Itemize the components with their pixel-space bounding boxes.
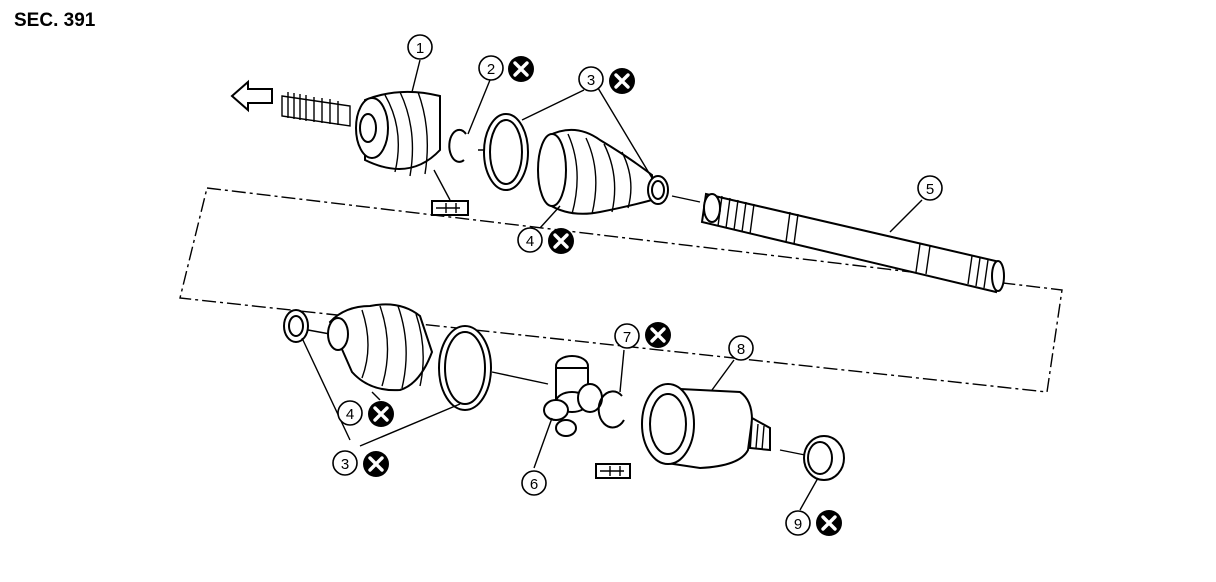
svg-text:5: 5 — [926, 181, 934, 198]
direction-arrow-icon — [230, 79, 273, 113]
replace-part-icon — [645, 322, 671, 348]
replace-part-icon — [363, 451, 389, 477]
part-3-boot-band-small — [647, 175, 669, 205]
part-4-boot-lower — [327, 303, 434, 392]
part-9-dust-shield — [803, 435, 845, 481]
replace-part-icon — [368, 401, 394, 427]
svg-text:4: 4 — [526, 233, 534, 250]
svg-text:3: 3 — [587, 72, 595, 89]
callout-4-upper: 4 — [517, 227, 543, 253]
callout-1: 1 — [407, 34, 433, 60]
callout-4-lower: 4 — [337, 400, 363, 426]
part-8-housing — [641, 383, 771, 470]
svg-text:4: 4 — [346, 406, 354, 423]
part-4-boot — [537, 129, 653, 215]
svg-text:1: 1 — [416, 40, 424, 57]
svg-text:6: 6 — [530, 476, 538, 493]
part-7-snap-ring — [597, 390, 625, 429]
part-1-outer-joint-assembly — [281, 90, 441, 177]
svg-text:9: 9 — [794, 516, 802, 533]
replace-part-icon — [816, 510, 842, 536]
callout-3-upper: 3 — [578, 66, 604, 92]
section-label: SEC. 391 — [14, 10, 96, 31]
part-3-boot-band-small-lower — [283, 309, 309, 343]
callout-6: 6 — [521, 470, 547, 496]
grease-application-icon — [431, 200, 469, 216]
part-3-boot-band-large-lower — [438, 325, 492, 411]
grease-application-icon-lower — [595, 463, 631, 479]
part-2-circular-clip — [448, 128, 467, 163]
replace-part-icon — [609, 68, 635, 94]
callout-8: 8 — [728, 335, 754, 361]
svg-text:3: 3 — [341, 456, 349, 473]
part-6-spider-assembly — [543, 355, 603, 437]
svg-text:8: 8 — [737, 341, 745, 358]
callout-9: 9 — [785, 510, 811, 536]
svg-text:2: 2 — [487, 61, 495, 78]
svg-text:7: 7 — [623, 329, 631, 346]
replace-part-icon — [508, 56, 534, 82]
callout-7: 7 — [614, 323, 640, 349]
part-5-shaft — [700, 192, 1005, 294]
callout-2: 2 — [478, 55, 504, 81]
callout-3-lower: 3 — [332, 450, 358, 476]
replace-part-icon — [548, 228, 574, 254]
callout-5: 5 — [917, 175, 943, 201]
part-3-boot-band-large — [483, 113, 529, 191]
